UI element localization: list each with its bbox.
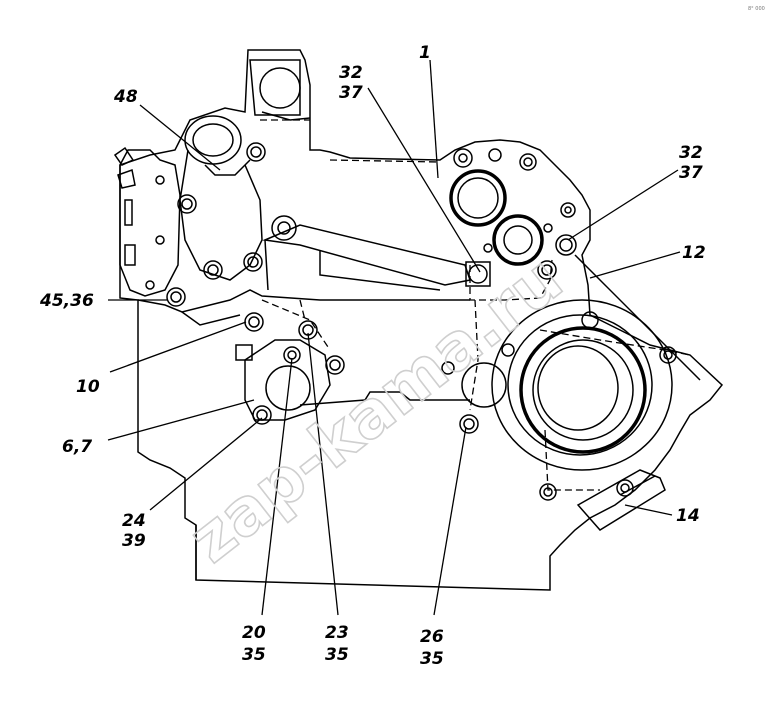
watermark: zap-kama.ru: [176, 242, 576, 577]
callout-14: 14: [676, 506, 700, 526]
callout-labels: 1 32 37 32 37 48 12 45,36 10 6,7 24 39 1…: [39, 43, 706, 669]
callout-26-35-top: 26: [420, 627, 444, 647]
callout-48: 48: [113, 87, 138, 107]
callout-12: 12: [682, 243, 706, 263]
callout-20-35-bottom: 35: [242, 645, 266, 665]
callout-32-37-right-top: 32: [679, 143, 703, 163]
callout-32-37-right-bottom: 37: [679, 163, 703, 183]
callout-32-37-left-top: 32: [339, 63, 363, 83]
callout-45-36: 45,36: [39, 291, 94, 311]
callout-20-35-top: 20: [242, 623, 266, 643]
callout-23-35-bottom: 35: [325, 645, 349, 665]
leader-lines: [107, 59, 681, 616]
callout-6-7: 6,7: [62, 437, 92, 457]
callout-32-37-left-bottom: 37: [339, 83, 363, 103]
callout-24-39-top: 24: [122, 511, 146, 531]
callout-23-35-top: 23: [325, 623, 349, 643]
callout-1: 1: [419, 43, 431, 63]
corner-mark: 8° 000: [748, 6, 765, 12]
callout-26-35-bottom: 35: [420, 649, 444, 669]
callout-10: 10: [76, 377, 100, 397]
callout-24-39-bottom: 39: [122, 531, 146, 551]
